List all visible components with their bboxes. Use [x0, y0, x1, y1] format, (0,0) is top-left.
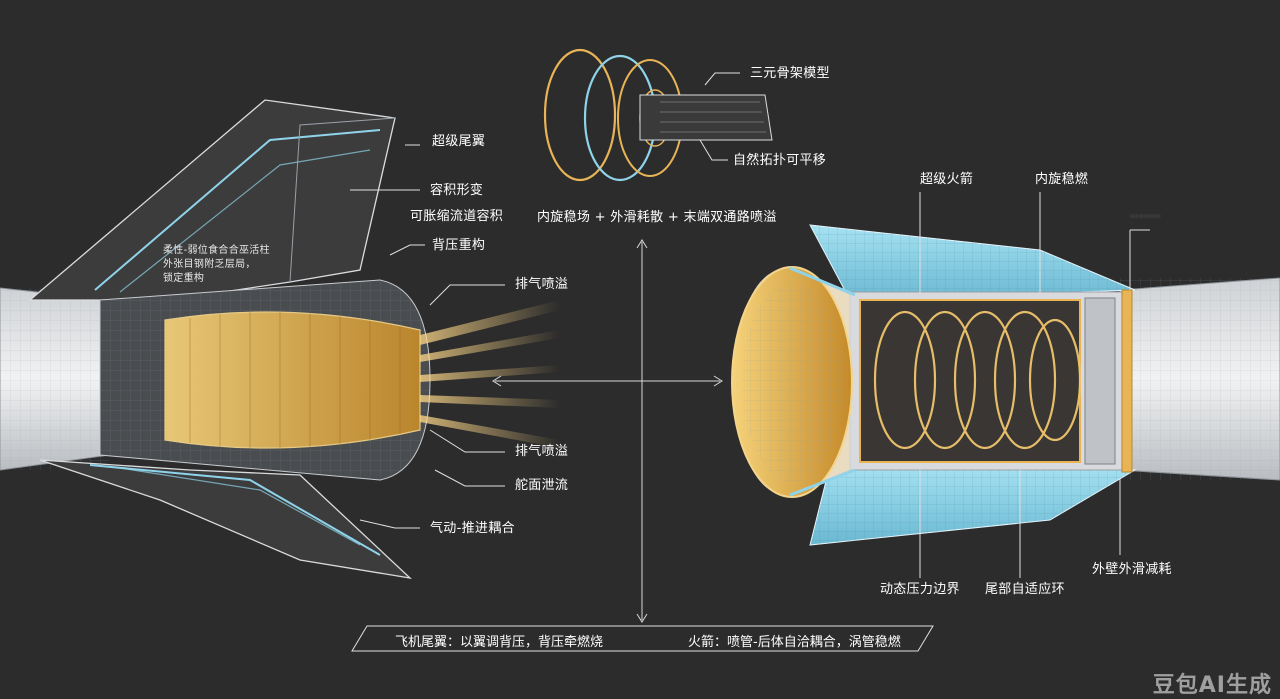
watermark: 豆包AI生成	[1152, 673, 1272, 698]
center-axis	[492, 239, 723, 623]
label-dynamic-boundary: 动态压力边界	[880, 582, 960, 597]
note-line-3: 锁定重构	[163, 273, 205, 284]
caption-aircraft: 飞机尾翼：以翼调背压，背压牵燃烧	[395, 635, 604, 650]
label-natural-topology: 自然拓扑可平移	[733, 153, 827, 168]
leader-lines	[350, 72, 1150, 578]
label-blurred-top: ·······	[1130, 210, 1162, 225]
label-exhaust-lower: 排气喷溢	[515, 444, 569, 459]
label-exhaust-upper: 排气喷溢	[515, 277, 569, 292]
label-back-pressure: 背压重构	[432, 238, 486, 253]
label-expand-channel: 可胀缩流道容积	[410, 209, 504, 224]
lower-tail-fin	[39, 459, 413, 579]
caption-frame	[351, 625, 934, 652]
gold-flow-channel	[164, 311, 421, 449]
label-tail-ring: 尾部自适应环	[985, 582, 1065, 597]
label-3d-skeleton-model: 三元骨架模型	[750, 66, 830, 81]
swirl-coils	[873, 310, 1082, 450]
label-super-rocket: 超级火箭	[920, 172, 974, 187]
label-super-tail: 超级尾翼	[432, 134, 486, 149]
label-surface-leak: 舵面泄流	[515, 478, 569, 493]
caption-rocket: 火箭：喷管-后体自洽耦合，涡管稳燃	[688, 635, 901, 650]
rocket-illustration	[731, 224, 1280, 546]
label-inner-swirl: 内旋稳燃	[1035, 172, 1089, 187]
top-3d-model	[543, 48, 773, 182]
label-outer-wall: 外壁外滑减耗	[1092, 562, 1172, 577]
note-line-2: 外张目钢附乏层局，	[163, 259, 256, 270]
label-volume-morph: 容积形变	[430, 183, 484, 198]
exhaust-plume	[420, 300, 560, 448]
label-top-caption: 内旋稳场 + 外滑耗散 + 末端双通路喷溢	[537, 210, 777, 225]
aircraft-illustration	[0, 99, 560, 579]
note-line-1: 柔性-弱位食合合巫活柱	[163, 245, 270, 256]
label-aero-thrust: 气动-推进耦合	[430, 521, 515, 536]
